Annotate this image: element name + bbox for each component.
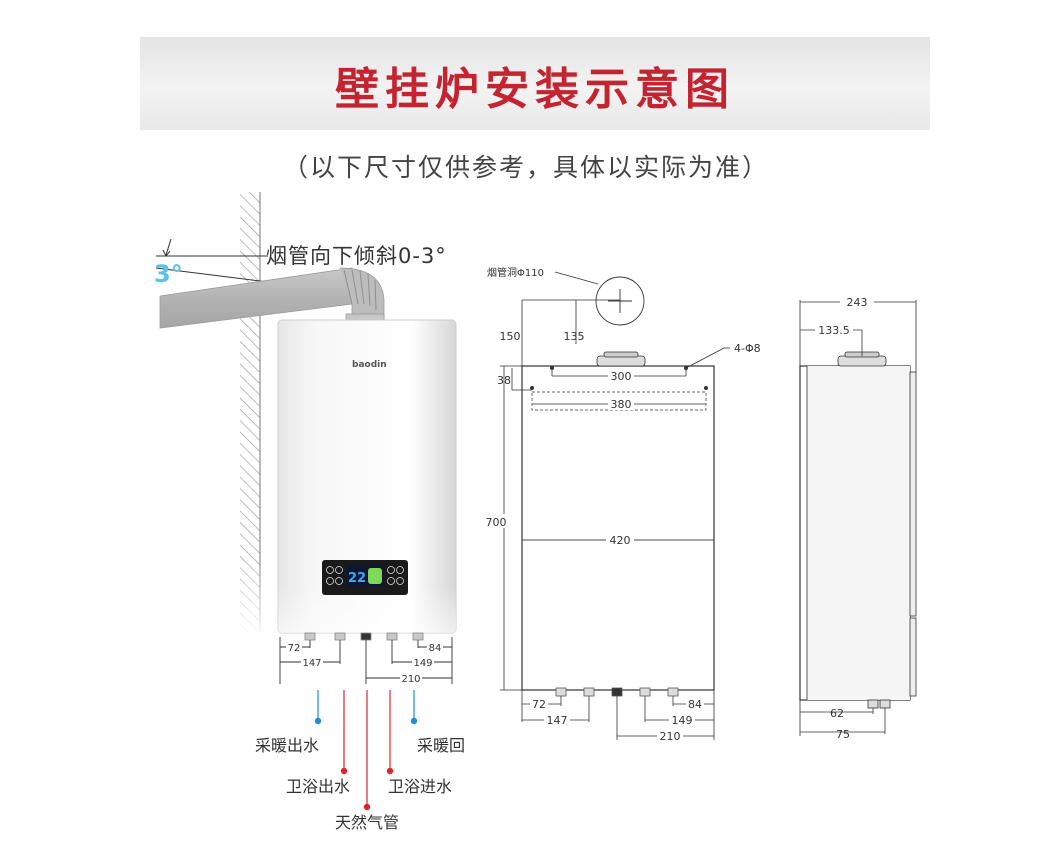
label-bath-in: 卫浴进水 [388, 777, 452, 796]
side-dim-243: 243 [847, 296, 868, 309]
flue-hole [554, 271, 645, 326]
page-subtitle: （以下尺寸仅供参考，具体以实际为准） [282, 153, 769, 182]
front-dim-700: 700 [486, 516, 507, 529]
control-panel [322, 560, 408, 595]
front-dim-72: 72 [532, 698, 546, 711]
dim-149: 149 [413, 658, 432, 669]
angle-value: 3° [154, 260, 183, 288]
label-heating-return: 采暖回 [417, 736, 465, 755]
front-dim-210: 210 [660, 730, 681, 743]
slope-label: 烟管向下倾斜0-3° [266, 244, 447, 268]
flue-pipe [159, 267, 385, 329]
dim-72: 72 [288, 643, 301, 654]
front-dim-300: 300 [611, 370, 632, 383]
boiler-body [277, 319, 457, 634]
side-dim-62: 62 [830, 707, 844, 720]
front-dim-380: 380 [611, 398, 632, 411]
side-dim-75: 75 [836, 728, 850, 741]
front-dim-150: 150 [500, 330, 521, 343]
front-dim-38: 38 [497, 374, 511, 387]
label-bath-out: 卫浴出水 [286, 777, 350, 796]
flue-hole-label: 烟管洞Φ110 [487, 266, 544, 279]
front-holes-label: 4-Φ8 [734, 342, 761, 355]
front-dim-147: 147 [547, 714, 568, 727]
side-view-body [799, 351, 917, 709]
front-bottom-connectors [555, 687, 679, 697]
title-banner: 壁挂炉安装示意图 [140, 37, 930, 130]
dim-84: 84 [429, 643, 442, 654]
label-heating-out: 采暖出水 [255, 736, 319, 755]
dim-147: 147 [302, 658, 321, 669]
wall [236, 192, 266, 640]
label-gas: 天然气管 [335, 813, 399, 832]
front-dim-149: 149 [672, 714, 693, 727]
display-temperature: 22 [348, 571, 366, 586]
angle-reference [155, 238, 269, 283]
dim-210: 210 [401, 674, 420, 685]
page-title: 壁挂炉安装示意图 [335, 64, 735, 115]
brand-logo: baodin [352, 360, 387, 370]
front-dim-420: 420 [610, 534, 631, 547]
side-dimension-lines [799, 300, 917, 736]
front-dim-84: 84 [688, 698, 702, 711]
side-dim-133-5: 133.5 [818, 324, 850, 337]
front-dim-135: 135 [564, 330, 585, 343]
pipe-leader-lines [314, 690, 418, 811]
pipe-connectors [304, 632, 424, 641]
